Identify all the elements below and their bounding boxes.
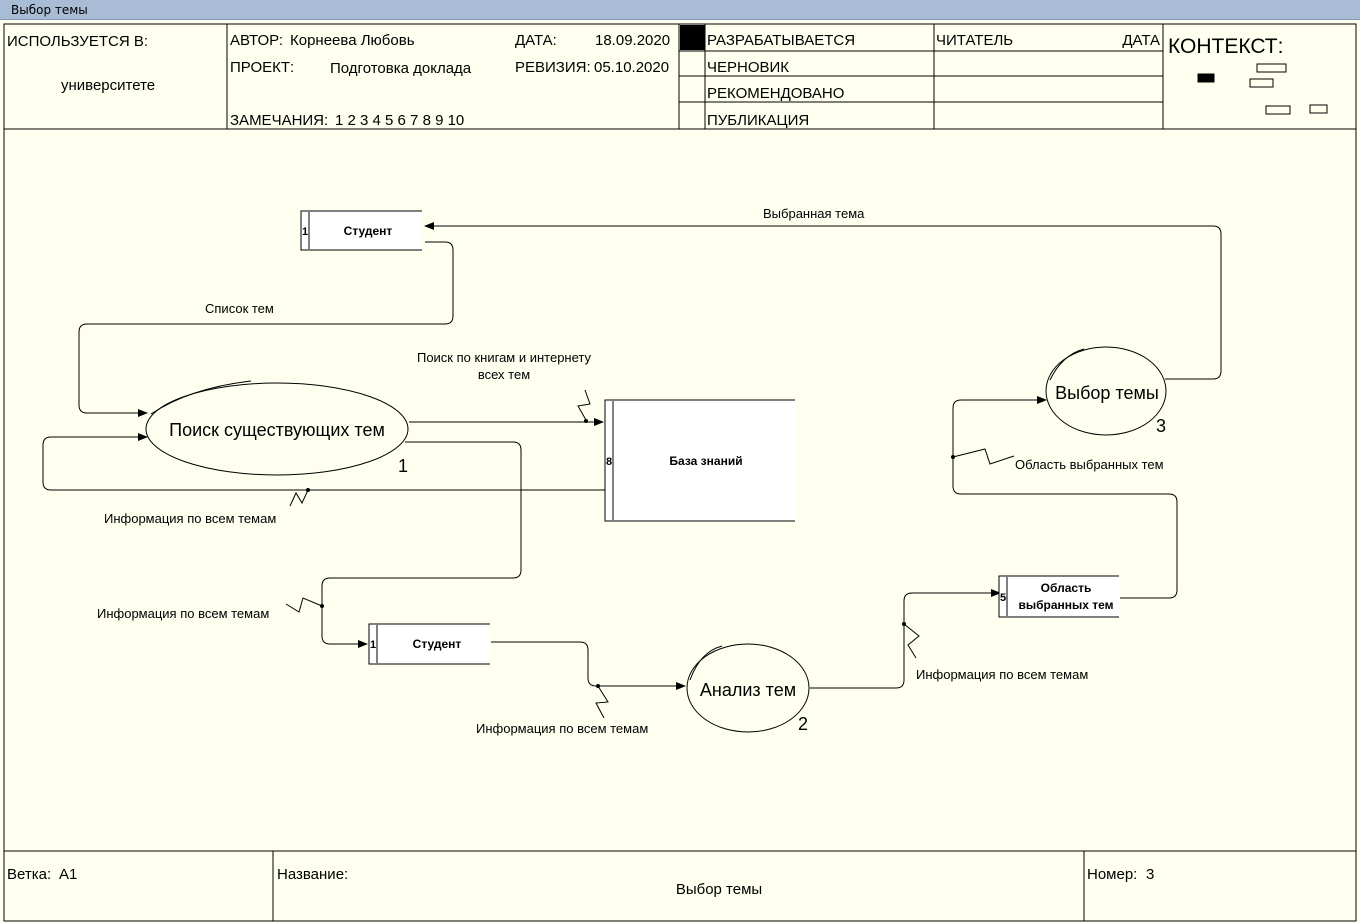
flow-info-all-4[interactable]	[810, 589, 1001, 689]
squiggle-connector	[952, 448, 1015, 465]
process-choice[interactable]: Выбор темы 3	[1045, 346, 1167, 436]
flow-label-info-all-2: Информация по всем темам	[97, 606, 269, 621]
status-marker	[680, 25, 705, 50]
flow-label-info-all-1: Информация по всем темам	[104, 511, 276, 526]
context-label: КОНТЕКСТ:	[1168, 35, 1283, 58]
process-analysis-number: 2	[798, 714, 808, 734]
author-value: Корнеева Любовь	[290, 32, 415, 49]
store-chosen-area[interactable]: 5 Область выбранных тем	[998, 575, 1119, 618]
flow-dots	[306, 419, 955, 688]
flow-topic-list[interactable]	[78, 241, 454, 417]
entity-student-bottom-label: Студент	[413, 637, 462, 651]
flow-info-all-1[interactable]	[42, 433, 605, 491]
window-title: Выбор темы	[0, 0, 1360, 20]
context-map-icon	[1197, 63, 1328, 115]
entity-student-bottom[interactable]: 1 Студент	[368, 623, 490, 665]
squiggle-connector	[595, 685, 609, 719]
squiggle-connector	[289, 489, 309, 507]
entity-student-top[interactable]: 1 Студент	[300, 210, 422, 251]
footer-block	[3, 850, 1357, 922]
project-label: ПРОЕКТ:	[230, 59, 294, 76]
footer-number-label: Номер:	[1087, 866, 1137, 883]
footer-number-value: 3	[1146, 866, 1154, 883]
reader-label: ЧИТАТЕЛЬ	[936, 32, 1013, 49]
store-chosen-area-label-line2: выбранных тем	[1018, 598, 1113, 612]
flow-label-info-all-3: Информация по всем темам	[476, 721, 648, 736]
flow-label-search-books-1: Поиск по книгам и интернету	[417, 350, 592, 365]
diagram-canvas[interactable]: ИСПОЛЬЗУЕТСЯ В: университете АВТОР: Корн…	[0, 20, 1360, 923]
flow-chosen-area[interactable]	[952, 396, 1178, 599]
process-choice-number: 3	[1156, 416, 1166, 436]
reader-date-label: ДАТА	[1122, 32, 1160, 49]
date-value: 18.09.2020	[595, 32, 670, 49]
flow-label-info-all-4: Информация по всем темам	[916, 667, 1088, 682]
store-knowledge-base-number: 8	[606, 456, 612, 468]
flow-label-chosen-topic: Выбранная тема	[763, 206, 865, 221]
entity-student-top-label: Студент	[344, 224, 393, 238]
process-search-label: Поиск существующих тем	[169, 420, 385, 440]
revision-label: РЕВИЗИЯ:	[515, 59, 591, 76]
footer-branch-label: Ветка:	[7, 866, 51, 883]
used-at-label: ИСПОЛЬЗУЕТСЯ В:	[7, 33, 148, 50]
notes-value: 1 2 3 4 5 6 7 8 9 10	[335, 112, 464, 129]
entity-student-top-number: 1	[302, 226, 308, 238]
store-knowledge-base[interactable]: 8 База знаний	[604, 399, 795, 522]
entity-student-bottom-number: 1	[370, 639, 376, 651]
flow-info-all-3[interactable]	[491, 641, 686, 690]
status-item: ПУБЛИКАЦИЯ	[707, 112, 809, 129]
status-item: ЧЕРНОВИК	[707, 59, 789, 76]
squiggle-connector	[285, 597, 323, 613]
status-item: РАЗРАБАТЫВАЕТСЯ	[707, 32, 855, 49]
footer-name-value: Выбор темы	[676, 881, 762, 898]
flow-chosen-topic[interactable]	[424, 222, 1222, 380]
status-item: РЕКОМЕНДОВАНО	[707, 85, 844, 102]
revision-value: 05.10.2020	[594, 59, 669, 76]
notes-label: ЗАМЕЧАНИЯ:	[230, 112, 328, 129]
flow-label-search-books-2: всех тем	[478, 367, 530, 382]
process-search-number: 1	[398, 456, 408, 476]
flow-label-chosen-area: Область выбранных тем	[1015, 457, 1164, 472]
store-knowledge-base-label: База знаний	[669, 454, 742, 468]
used-at-value: университете	[61, 77, 155, 94]
footer-name-label: Название:	[277, 866, 348, 883]
store-chosen-area-number: 5	[1000, 592, 1006, 604]
date-label: ДАТА:	[515, 32, 557, 49]
project-value: Подготовка доклада	[330, 60, 472, 77]
squiggle-connector	[903, 623, 920, 659]
squiggle-connector	[577, 389, 591, 421]
store-chosen-area-label-line1: Область	[1041, 581, 1092, 595]
footer-branch-value: A1	[59, 866, 77, 883]
process-analysis[interactable]: Анализ тем 2	[686, 643, 810, 734]
flow-label-topic-list: Список тем	[205, 301, 274, 316]
process-search[interactable]: Поиск существующих тем 1	[145, 380, 409, 476]
process-analysis-label: Анализ тем	[700, 680, 796, 700]
flow-info-all-2[interactable]	[321, 441, 522, 648]
author-label: АВТОР:	[230, 32, 283, 49]
process-choice-label: Выбор темы	[1055, 383, 1159, 403]
